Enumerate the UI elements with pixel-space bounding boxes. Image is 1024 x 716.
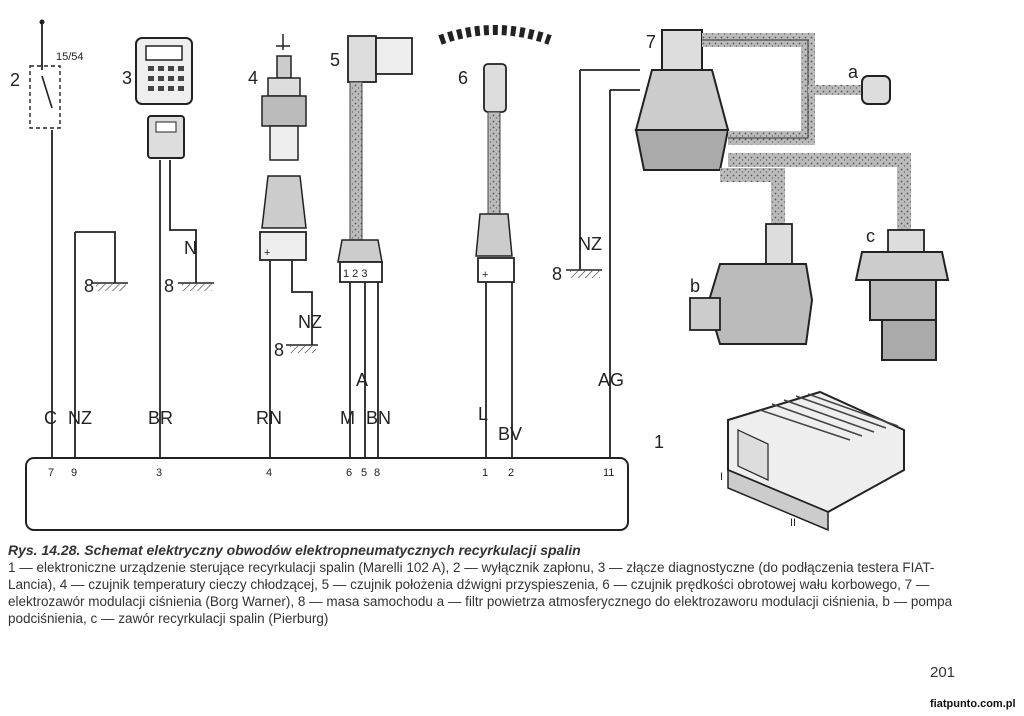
wire-label-a: A	[356, 370, 368, 390]
label-5: 5	[330, 50, 340, 70]
ground-label-3: 8	[274, 340, 284, 360]
figure-caption: Rys. 14.28. Schemat elektryczny obwodów …	[8, 542, 968, 627]
ground-label-2: 8	[164, 276, 174, 296]
plus-sensor4: +	[264, 247, 270, 259]
throttle-position-sensor	[337, 35, 413, 283]
label-a: a	[848, 62, 859, 82]
diagnostic-connector	[135, 37, 193, 159]
pin-3: 3	[156, 467, 162, 479]
pin-7: 7	[48, 467, 54, 479]
wire-label-nz: NZ	[68, 408, 92, 428]
pin-11: 11	[603, 467, 614, 479]
wire-label-rn: RN	[256, 408, 282, 428]
egr-valve	[854, 229, 950, 361]
pin-8: 8	[374, 467, 380, 479]
wire-label-bn: BN	[366, 408, 391, 428]
label-2: 2	[10, 70, 20, 90]
wire-label-br: BR	[148, 408, 173, 428]
ground-label-1: 8	[84, 276, 94, 296]
ecu-mark-ii: II	[790, 517, 796, 529]
labels: 15/54 2 3 4 5 6 7 1 a b c 8 8 8 8 N NZ N…	[10, 32, 875, 452]
wire-label-m: M	[340, 408, 355, 428]
page-number: 201	[930, 664, 956, 681]
pin-numbers: 7 9 3 4 6 5 8 1 2 11 1 2 3 + + I II	[48, 247, 796, 529]
caption-body: 1 — elektroniczne urządzenie sterujące r…	[8, 560, 953, 626]
label-3: 3	[122, 68, 132, 88]
wire-label-nz-sensor4: NZ	[298, 312, 322, 332]
pin-9: 9	[71, 467, 77, 479]
pin-6: 6	[346, 467, 352, 479]
pin-5: 5	[361, 467, 367, 479]
wire-label-l: L	[478, 404, 488, 424]
coolant-temperature-sensor	[259, 34, 307, 261]
wire-label-bv: BV	[498, 424, 522, 444]
plus-sensor6: +	[482, 269, 488, 281]
diagram-svg: 15/54 2 3 4 5 6 7 1 a b c 8 8 8 8 N NZ N…	[10, 19, 950, 532]
label-1: 1	[654, 432, 664, 452]
vacuum-pump	[689, 223, 814, 345]
pin-1: 1	[482, 467, 488, 479]
ecu-connector-box	[25, 457, 629, 531]
ground-symbols	[92, 269, 602, 353]
wire-label-n: N	[184, 238, 197, 258]
wire-label-c: C	[44, 408, 57, 428]
label-15-54: 15/54	[56, 51, 84, 63]
wire-label-nz-valve: NZ	[578, 234, 602, 254]
wire-label-ag: AG	[598, 370, 624, 390]
label-6: 6	[458, 68, 468, 88]
label-7: 7	[646, 32, 656, 52]
ignition-switch	[29, 65, 61, 129]
sensor5-pins: 1 2 3	[343, 268, 367, 280]
site-watermark: fiatpunto.com.pl	[930, 698, 1016, 710]
label-4: 4	[248, 68, 258, 88]
ground-label-4: 8	[552, 264, 562, 284]
ecu-unit	[727, 390, 905, 532]
pin-4: 4	[266, 467, 272, 479]
label-c: c	[866, 226, 875, 246]
label-b: b	[690, 276, 700, 296]
crankshaft-speed-sensor	[438, 25, 552, 283]
wires	[41, 20, 640, 458]
pressure-modulation-valve	[634, 29, 911, 230]
ecu-mark-i: I	[720, 471, 723, 483]
caption-title: Rys. 14.28. Schemat elektryczny obwodów …	[8, 542, 581, 558]
pin-2: 2	[508, 467, 514, 479]
